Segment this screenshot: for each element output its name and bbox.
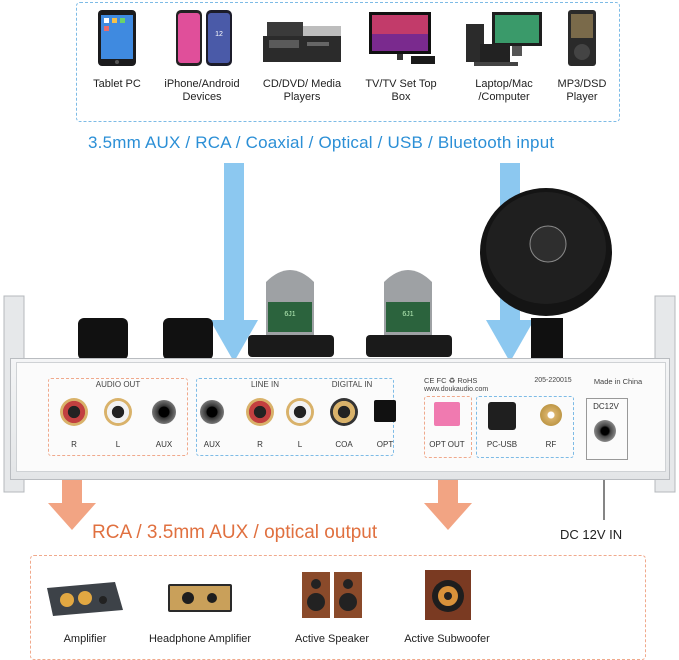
rca-out-right[interactable] [60,398,88,426]
port-label: OPT [376,440,394,449]
output-caption: RCA / 3.5mm AUX / optical output [92,522,378,543]
speaker-icon [302,572,362,618]
device-phone: 12 iPhone/Android Devices [152,8,252,104]
port-label: OPT OUT [429,440,465,449]
usb-b-port[interactable] [488,402,516,430]
device-amplifier: Amplifier [40,570,130,645]
output-arrow-left [48,503,96,530]
port-label: L [297,440,303,449]
device-label: Active Subwoofer [404,633,490,645]
port-label: R [71,440,77,449]
tube-right-label: 6J1 [402,311,413,318]
usb-rf-section [476,396,574,458]
device-tv: TV/TV Set Top Box [356,8,446,104]
device-computer: Laptop/Mac /Computer [456,8,552,104]
device-label: Active Speaker [295,633,369,645]
amplifier-icon [47,582,123,616]
input-caption: 3.5mm AUX / RCA / Coaxial / Optical / US… [88,133,555,152]
rca-in-left[interactable] [286,398,314,426]
optical-out-port[interactable] [434,402,460,426]
aux-out-jack[interactable] [152,400,176,424]
tube-right: 6J1 [366,270,452,357]
tube-left: 6J1 [248,270,334,357]
device-active-subwoofer: Active Subwoofer [392,570,502,645]
output-arrow-right [424,503,472,530]
tablet-icon [98,10,136,66]
port-label: PC-USB [486,440,518,449]
port-label: RF [545,440,557,449]
port-label: AUX [203,440,221,449]
device-mp3: MP3/DSD Player [552,8,612,104]
tv-icon [369,12,435,64]
device-media-player: CD/DVD/ Media Players [252,8,352,104]
device-headphone-amplifier: Headphone Amplifier [140,570,260,645]
input-arrow-left-head [210,320,258,362]
headphone-amplifier-icon [168,584,232,612]
port-label: R [257,440,263,449]
rca-in-right[interactable] [246,398,274,426]
smartphone-icon: 12 [176,10,232,66]
dc-label: DC12V [593,402,619,411]
device-label: Laptop/Mac /Computer [475,78,533,103]
input-arrow-right-head [486,320,534,362]
website-text: www.doukaudio.com [424,386,489,393]
rf-antenna-port[interactable] [540,404,562,426]
device-active-speaker: Active Speaker [282,570,382,645]
cert-marks: CE FC ♻ RoHS [424,376,478,385]
aux-in-jack[interactable] [200,400,224,424]
dc-power-jack[interactable] [594,420,616,442]
rca-out-left[interactable] [104,398,132,426]
input-arrow-left [224,163,244,323]
device-label: TV/TV Set Top Box [365,78,437,103]
dc-section [586,398,628,460]
device-tablet: Tablet PC [84,8,150,91]
subwoofer-icon [425,570,471,620]
computer-icon [466,12,542,66]
tube-left-label: 6J1 [284,311,295,318]
device-label: MP3/DSD Player [557,78,607,103]
mp3-player-icon [568,10,596,66]
coaxial-in-jack[interactable] [330,398,358,426]
input-devices-box [76,2,620,122]
device-label: iPhone/Android Devices [164,78,240,103]
digital-in-label: DIGITAL IN [331,380,373,389]
svg-text:12: 12 [215,31,223,38]
dc-caption: DC 12V IN [560,527,623,542]
media-player-icon [263,22,341,62]
opt-out-section [424,396,472,458]
made-in-text: Made in China [593,377,643,386]
port-label: COA [335,440,353,449]
port-label: L [115,440,121,449]
device-label: Amplifier [63,633,107,645]
device-label: CD/DVD/ Media Players [262,78,342,103]
serial-text: 205-220015 [534,377,572,384]
port-label: AUX [155,440,173,449]
device-label: Headphone Amplifier [148,633,252,645]
optical-in-port[interactable] [374,400,396,422]
line-in-label: LINE IN [250,380,279,389]
audio-out-section [48,378,188,456]
device-label: Tablet PC [93,78,141,90]
audio-out-label: AUDIO OUT [95,380,141,389]
